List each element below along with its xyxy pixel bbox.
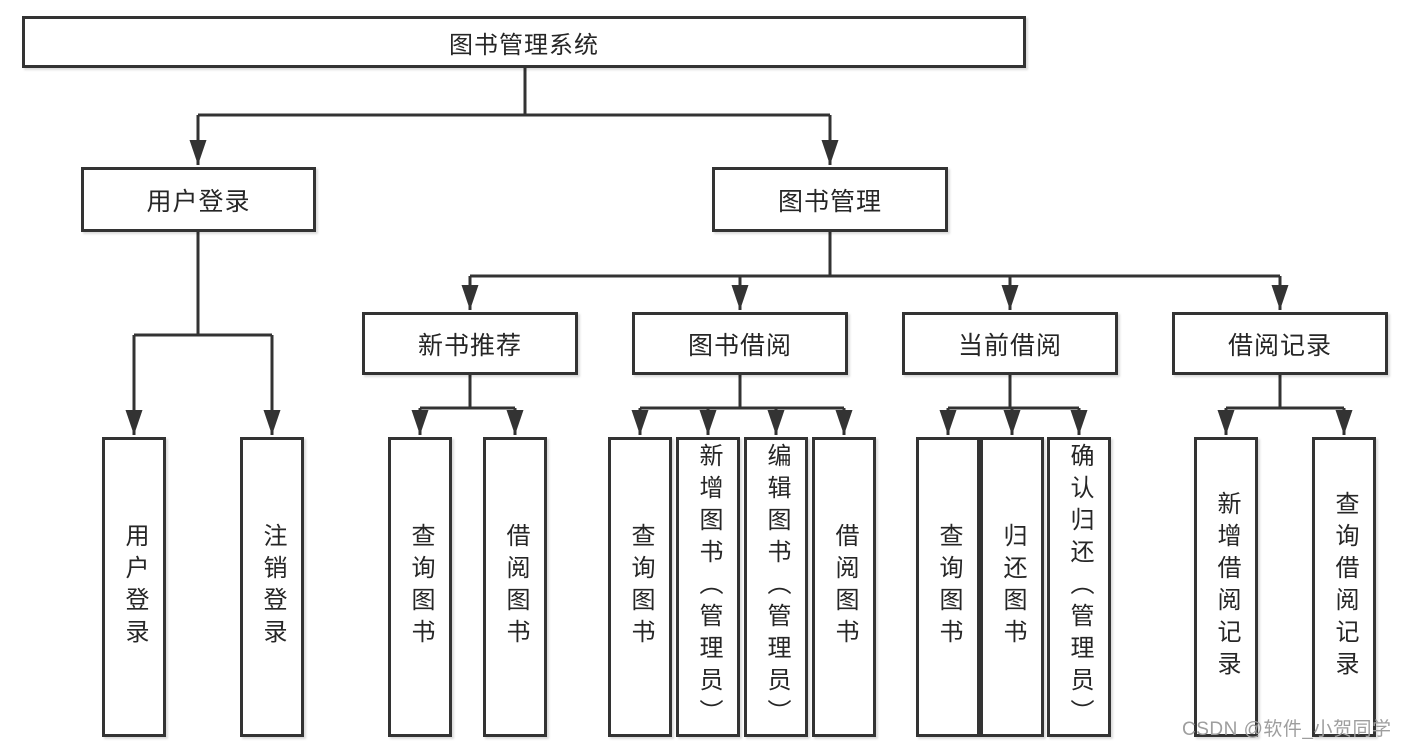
node-current-borrow: 当前借阅 xyxy=(902,312,1118,375)
node-borrow-records-label: 借阅记录 xyxy=(1227,331,1332,360)
leaf-bb-edit-books-admin-label: 编辑图书（管理员） xyxy=(763,443,790,731)
leaf-bb-edit-books-admin: 编辑图书（管理员） xyxy=(744,437,808,737)
node-new-book-recommend: 新书推荐 xyxy=(362,312,578,375)
node-book-management: 图书管理 xyxy=(712,167,948,232)
leaf-cb-confirm-return-admin-label: 确认归还（管理员） xyxy=(1066,443,1093,731)
node-new-book-recommend-label: 新书推荐 xyxy=(417,331,522,360)
leaf-cb-query-books: 查询图书 xyxy=(916,437,980,737)
node-borrow-records: 借阅记录 xyxy=(1172,312,1388,375)
leaf-nb-query-books-label: 查询图书 xyxy=(407,523,434,651)
leaf-br-add-borrow-record: 新增借阅记录 xyxy=(1194,437,1258,737)
leaf-cb-query-books-label: 查询图书 xyxy=(935,523,962,651)
node-book-borrow: 图书借阅 xyxy=(632,312,848,375)
leaf-cb-confirm-return-admin: 确认归还（管理员） xyxy=(1047,437,1111,737)
leaf-br-query-borrow-record: 查询借阅记录 xyxy=(1312,437,1376,737)
node-user-login-label: 用户登录 xyxy=(146,187,251,216)
leaf-bb-query-books: 查询图书 xyxy=(608,437,672,737)
leaf-bb-add-books-admin: 新增图书（管理员） xyxy=(676,437,740,737)
watermark: CSDN @软件_小贺同学 xyxy=(1182,719,1392,740)
leaf-cb-return-books: 归还图书 xyxy=(980,437,1044,737)
leaf-logout-label: 注销登录 xyxy=(259,523,286,651)
node-user-login: 用户登录 xyxy=(81,167,316,232)
leaf-bb-add-books-admin-label: 新增图书（管理员） xyxy=(695,443,722,731)
leaf-br-add-borrow-record-label: 新增借阅记录 xyxy=(1213,491,1240,683)
leaf-br-query-borrow-record-label: 查询借阅记录 xyxy=(1331,491,1358,683)
leaf-logout: 注销登录 xyxy=(240,437,304,737)
node-current-borrow-label: 当前借阅 xyxy=(957,331,1062,360)
leaf-cb-return-books-label: 归还图书 xyxy=(999,523,1026,651)
node-book-management-label: 图书管理 xyxy=(777,187,882,216)
leaf-user-login-label: 用户登录 xyxy=(121,523,148,651)
leaf-nb-borrow-books-label: 借阅图书 xyxy=(502,523,529,651)
node-root: 图书管理系统 xyxy=(22,16,1026,68)
leaf-nb-query-books: 查询图书 xyxy=(388,437,452,737)
leaf-nb-borrow-books: 借阅图书 xyxy=(483,437,547,737)
node-root-label: 图书管理系统 xyxy=(449,31,599,59)
leaf-bb-borrow-books-label: 借阅图书 xyxy=(831,523,858,651)
leaf-bb-borrow-books: 借阅图书 xyxy=(812,437,876,737)
node-book-borrow-label: 图书借阅 xyxy=(687,331,792,360)
leaf-bb-query-books-label: 查询图书 xyxy=(627,523,654,651)
leaf-user-login: 用户登录 xyxy=(102,437,166,737)
